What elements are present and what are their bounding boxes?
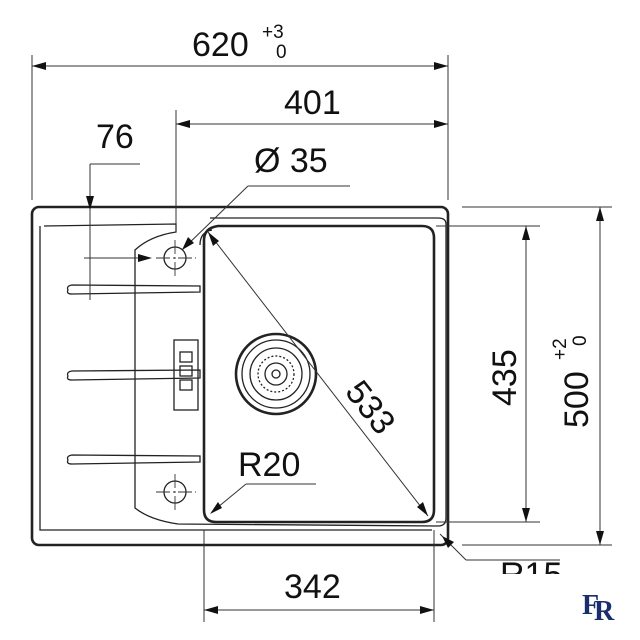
drainer-rib [66,369,201,381]
bowl-inner-line [199,229,213,246]
drainer-area [39,226,432,531]
overall-width-tol-upper: +3 [262,22,284,43]
sink-outline [30,205,450,547]
tap-hole-diameter-label: Ø 35 [254,142,328,180]
corner-radius-label: R15 [500,556,562,594]
svg-text:F: F [582,590,599,621]
drain-strainer [234,332,318,416]
overall-depth-label: 500 [558,371,596,428]
tap-hole-offset-label: 76 [96,118,134,156]
sink-inner-rim [43,217,447,527]
overall-width-tol-lower: 0 [276,42,287,63]
svg-text:R: R [594,596,615,627]
tap-hole-top [156,240,196,276]
bowl-diagonal-label: 533 [338,374,403,442]
tap-hole-bottom [156,474,196,510]
drainer-ribs [66,284,201,465]
bowl-width-label: 342 [284,568,341,606]
overall-depth-tol-lower: 0 [570,335,591,346]
drainer-rib [66,284,201,295]
bowl-radius-label: R20 [238,446,300,484]
bowl-outline [202,224,436,524]
overflow-slot [173,339,199,411]
overall-depth-tol-upper: +2 [550,338,571,360]
overall-width-label: 620 [192,26,249,64]
bowl-height-label: 435 [486,349,524,406]
drainer-rib [66,454,201,465]
drain-offset-label: 401 [284,84,341,122]
brand-logo: F R [582,590,615,627]
